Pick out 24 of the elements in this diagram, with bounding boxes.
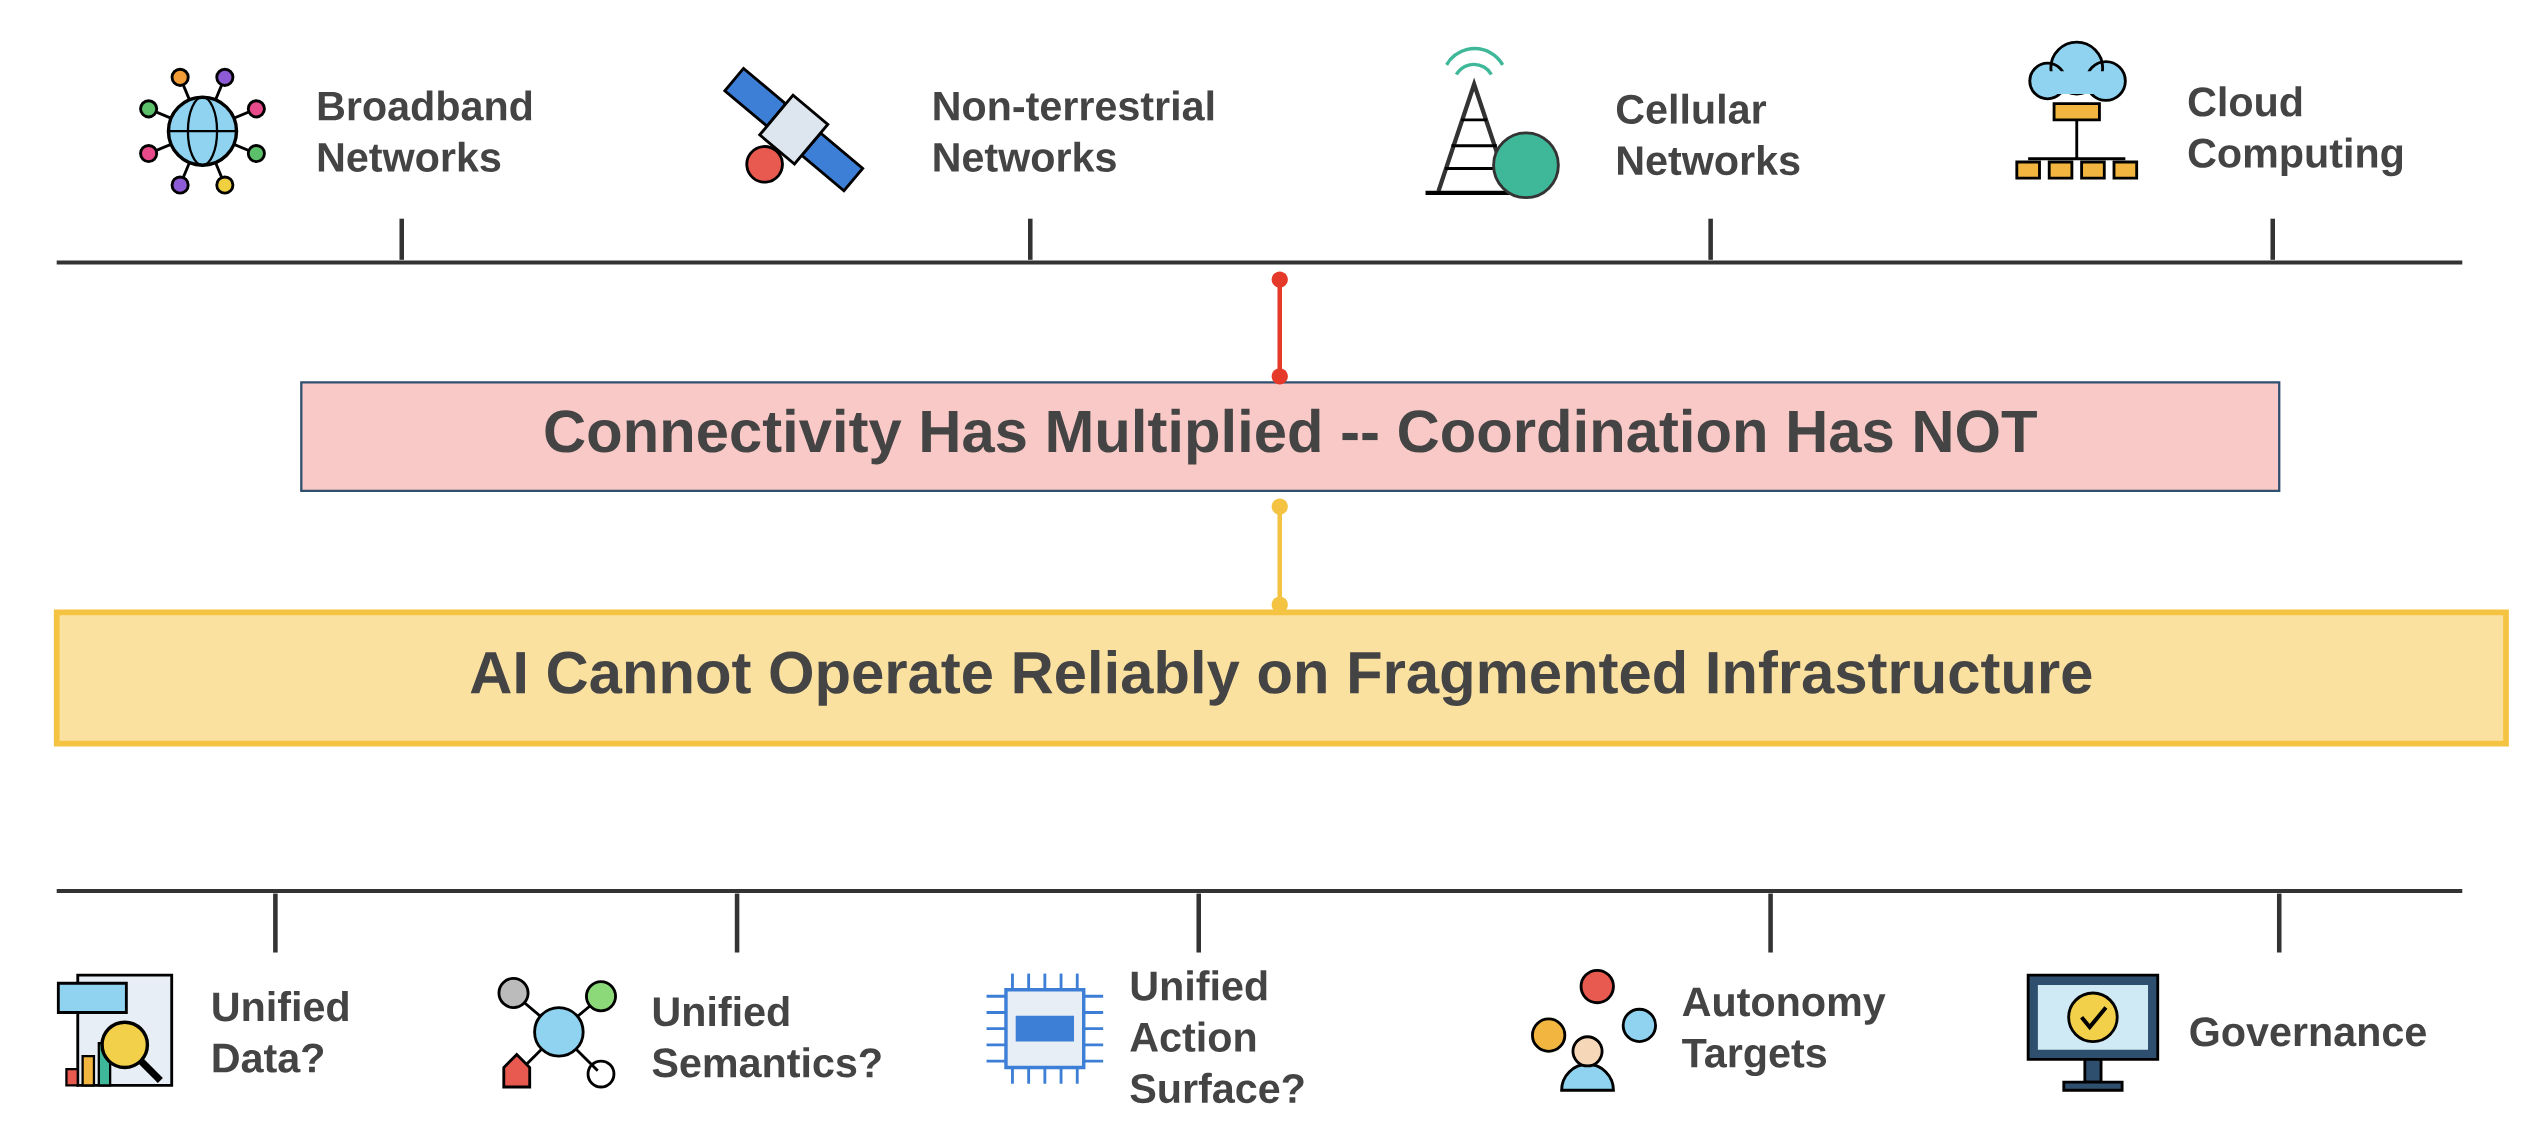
tick-line: [273, 893, 278, 953]
tick-line: [1028, 218, 1033, 260]
tick-line: [399, 218, 405, 260]
connector: [1271, 498, 1288, 613]
item-label: Cellular Networks: [1616, 93, 1800, 176]
item-label: Unified Action Surface?: [1130, 970, 1304, 1104]
item-label: Unified Semantics?: [652, 995, 881, 1078]
timeline-bar: [56, 888, 2463, 893]
tick-line: [1768, 893, 1773, 953]
tick-line: [2270, 218, 2276, 260]
tick-line: [734, 893, 740, 953]
connector: [1271, 271, 1288, 385]
item-label: Autonomy Targets: [1682, 987, 1886, 1077]
tick-line: [2276, 893, 2282, 953]
conclusion-banner: AI Cannot Operate Reliably on Fragmented Infrastructure: [53, 609, 2509, 747]
item-label: Governance: [2190, 1017, 2426, 1047]
timeline-bar: [56, 260, 2463, 265]
item-label: Broadband Networks: [318, 90, 532, 172]
tick-line: [1708, 218, 1713, 260]
tick-line: [1196, 893, 1201, 953]
item-label: Unified Data?: [213, 991, 348, 1073]
item-label: Non-terrestrial Networks: [934, 90, 1214, 172]
message-banner: Connectivity Has Multiplied -- Coordination Has NOT: [300, 381, 2281, 492]
item-label: Cloud Computing: [2188, 86, 2403, 177]
